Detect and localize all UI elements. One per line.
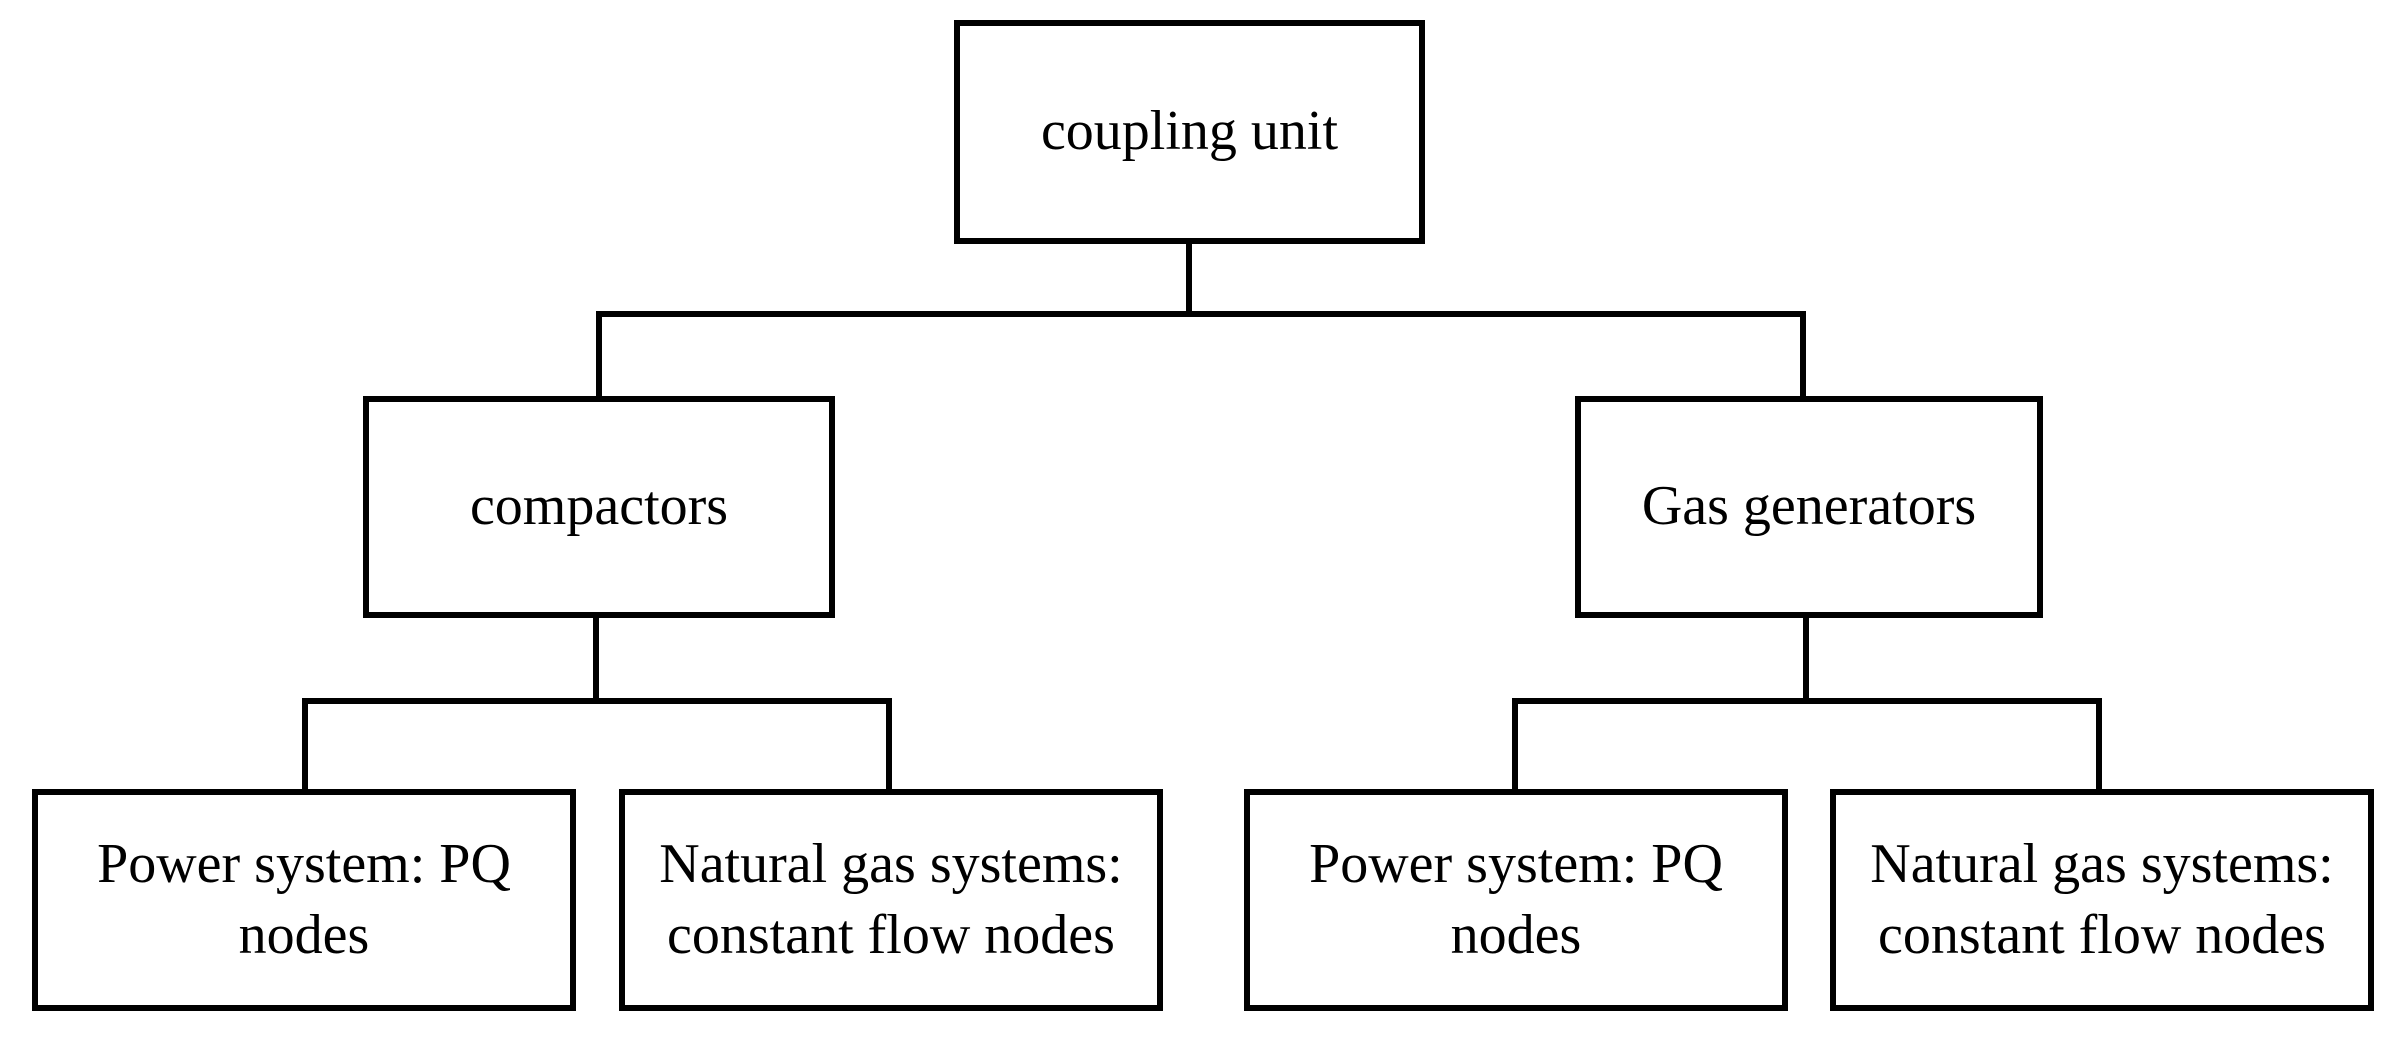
node-label: Natural gas systems: constant flow nodes — [1870, 832, 2334, 966]
node-compactors-power-system: Power system: PQ nodes — [32, 789, 576, 1011]
node-compactors: compactors — [363, 396, 835, 618]
node-coupling-unit: coupling unit — [954, 20, 1425, 244]
node-label: Power system: PQ nodes — [1309, 832, 1723, 966]
node-label: Natural gas systems: constant flow nodes — [659, 832, 1123, 966]
node-gas-generators-natural-gas: Natural gas systems: constant flow nodes — [1830, 789, 2374, 1011]
node-label: Power system: PQ nodes — [97, 832, 511, 966]
node-compactors-natural-gas: Natural gas systems: constant flow nodes — [619, 789, 1163, 1011]
node-gas-generators: Gas generators — [1575, 396, 2043, 618]
node-label: coupling unit — [1040, 100, 1339, 163]
node-label: compactors — [469, 475, 729, 538]
node-label: Gas generators — [1641, 475, 1977, 538]
node-gas-generators-power-system: Power system: PQ nodes — [1244, 789, 1788, 1011]
